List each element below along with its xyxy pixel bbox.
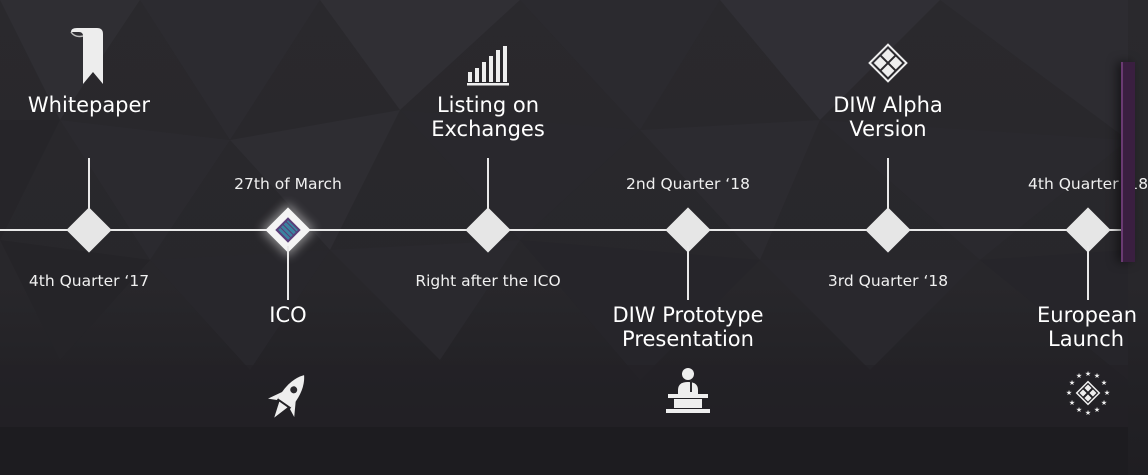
presenter-podium-icon xyxy=(664,366,712,420)
milestone-title: European Launch xyxy=(1037,303,1138,351)
bar-chart-icon xyxy=(466,44,510,90)
svg-text:★: ★ xyxy=(1085,409,1091,417)
milestone-title: ICO xyxy=(269,303,307,327)
milestone-stem xyxy=(487,158,489,214)
milestone-title: Listing on Exchanges xyxy=(431,93,545,141)
milestone-date: 27th of March xyxy=(234,175,342,193)
milestone-stem xyxy=(687,246,689,300)
milestone-title: Whitepaper xyxy=(27,93,151,117)
milestone-title: DIW Prototype Presentation xyxy=(612,303,764,351)
svg-text:★: ★ xyxy=(1104,389,1110,397)
side-panel-edge[interactable] xyxy=(1121,62,1135,262)
milestone-title: DIW Alpha Version xyxy=(833,93,943,141)
svg-text:★: ★ xyxy=(1101,399,1107,407)
milestone-stem xyxy=(88,158,90,214)
svg-text:★: ★ xyxy=(1076,406,1082,414)
svg-text:★: ★ xyxy=(1101,379,1107,387)
timeline-axis xyxy=(0,229,1128,231)
eu-stars-icon: ★★★ ★★★ ★★★ ★★★ xyxy=(1064,370,1112,422)
milestone-date: 2nd Quarter ‘18 xyxy=(626,175,750,193)
diamond-grid-icon xyxy=(868,43,908,87)
milestone-date: 4th Quarter ‘18 xyxy=(1028,175,1148,193)
svg-text:★: ★ xyxy=(1069,379,1075,387)
svg-text:★: ★ xyxy=(1094,372,1100,380)
svg-text:★: ★ xyxy=(1076,372,1082,380)
svg-text:★: ★ xyxy=(1085,370,1091,378)
milestone-stem xyxy=(287,246,289,300)
svg-text:★: ★ xyxy=(1094,406,1100,414)
milestone-date: Right after the ICO xyxy=(415,272,561,290)
rocket-icon xyxy=(266,368,310,432)
svg-text:★: ★ xyxy=(1069,399,1075,407)
bookmark-icon xyxy=(67,28,111,90)
milestone-stem xyxy=(887,158,889,214)
milestone-date: 4th Quarter ‘17 xyxy=(28,272,150,290)
milestone-date: 3rd Quarter ‘18 xyxy=(827,272,949,290)
svg-text:★: ★ xyxy=(1066,389,1072,397)
milestone-stem xyxy=(1087,246,1089,300)
